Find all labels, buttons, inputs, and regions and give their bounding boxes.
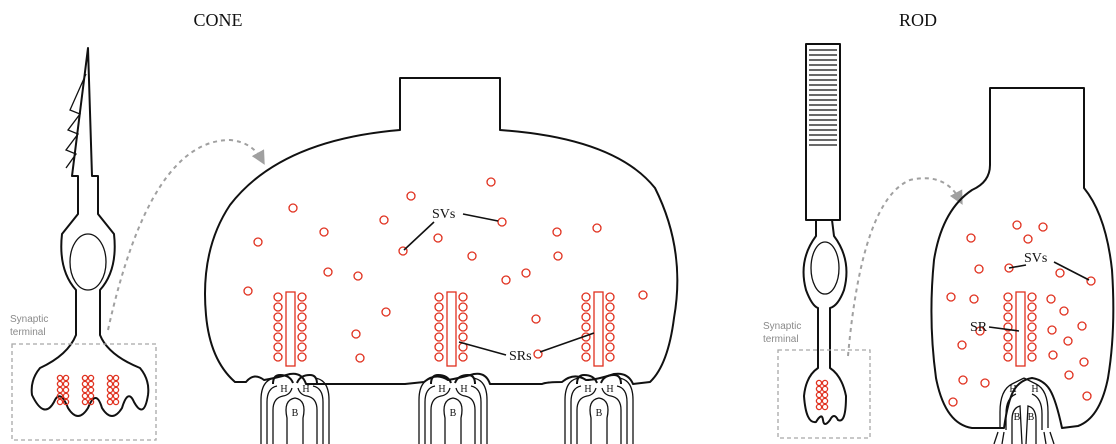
cone-svs-label: SVs [432,207,455,222]
cone-srs-label: SRs [509,349,532,364]
rod-invagination: H H B B [994,378,1054,444]
rod-b-label-b: B [1028,412,1035,423]
rod-synaptic-terminal-box [778,350,870,438]
cone-svs-leader-1 [404,222,434,250]
rod-terminal-large: H H B B SVs SR [931,88,1113,444]
cone-synaptic-label-line1: Synaptic [10,314,48,325]
cone-ribbon-2 [435,292,467,366]
cone-svs-leader-2 [463,214,498,221]
rod-b-label-a: B [1014,412,1021,423]
rod-sr-label: SR [970,320,988,335]
rod-title: ROD [899,10,937,30]
cone-b-label-3: B [596,408,603,419]
rod-zoom-arrow [848,178,960,356]
rod-synaptic-label-line1: Synaptic [763,321,801,332]
cone-ribbon-3 [582,292,614,366]
cone-invagination-3: H H B [565,375,633,444]
cone-ribbon-1 [274,292,306,366]
cone-b-label-1: B [292,408,299,419]
cone-h-label-2b: H [460,384,467,395]
rod-svs-label: SVs [1024,251,1047,266]
rod-cell-small [804,44,847,424]
rod-small-vesicle-cluster [816,380,827,409]
cone-invagination-1: H H B [261,375,329,444]
rod-h-label-b: H [1031,384,1038,395]
rod-synaptic-label-line2: terminal [763,334,799,345]
rod-h-label-a: H [1009,384,1016,395]
cone-small-vesicle-clusters [57,375,118,404]
cone-h-label-1b: H [302,384,309,395]
cone-b-label-2: B [450,408,457,419]
cone-h-label-3b: H [606,384,613,395]
cone-h-label-2a: H [438,384,445,395]
cone-title: CONE [194,10,243,30]
cone-synaptic-label-line2: terminal [10,327,46,338]
rod-outer-segment-discs [809,50,837,145]
cone-zoom-arrow [108,140,262,330]
cone-cell-small [32,48,149,416]
cone-terminal-large: H H B H H B H [205,78,677,444]
cone-h-label-1a: H [280,384,287,395]
cone-h-label-3a: H [584,384,591,395]
cone-invagination-2: H H B [419,375,487,444]
